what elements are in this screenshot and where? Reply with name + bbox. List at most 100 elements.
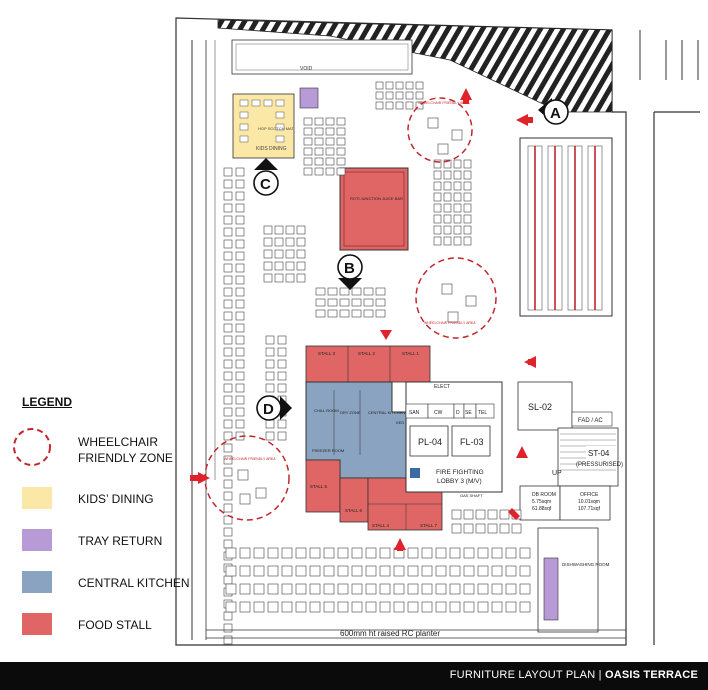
table (277, 383, 287, 393)
table (405, 91, 414, 100)
table (223, 467, 233, 477)
table (435, 547, 447, 559)
table (235, 227, 245, 237)
fad-ac-label: FAD / AC (578, 418, 603, 424)
table (223, 395, 233, 405)
table (463, 565, 475, 577)
table (463, 159, 472, 169)
marker-b[interactable]: B (337, 254, 363, 290)
table (314, 127, 324, 136)
central-kitchen-label: CENTRAL KITCHEN (368, 410, 405, 415)
table (327, 309, 338, 318)
table (477, 601, 489, 613)
marker-c[interactable]: C (253, 158, 279, 196)
table (365, 565, 377, 577)
table (519, 547, 531, 559)
table (223, 503, 233, 513)
table (336, 157, 346, 166)
table (487, 509, 498, 520)
food-stall-swatch (22, 613, 52, 635)
freezer-room-label: FREEZER ROOM (312, 448, 344, 453)
table (415, 91, 424, 100)
table (463, 192, 472, 202)
footer-prefix: FURNITURE LAYOUT PLAN | (449, 669, 605, 681)
dry-zone-label: DRY ZONE (340, 410, 361, 415)
table (314, 157, 324, 166)
kids-dining-label: KIDS DINING (256, 146, 287, 152)
table (274, 249, 284, 259)
table (223, 227, 233, 237)
table (365, 601, 377, 613)
table (223, 251, 233, 261)
table (296, 273, 306, 283)
table (477, 583, 489, 595)
junction-bar (339, 167, 409, 251)
table (235, 215, 245, 225)
table (223, 323, 233, 333)
void-label: VOID (300, 66, 313, 72)
table (449, 565, 461, 577)
dishwashing-label: DISHWASHING ROOM (562, 562, 610, 567)
table (325, 117, 335, 126)
table (235, 203, 245, 213)
table (325, 167, 335, 176)
table (303, 127, 313, 136)
marker-a-label: A (550, 105, 561, 122)
table (303, 147, 313, 156)
st04-label: ST-04 (588, 449, 610, 458)
table (453, 181, 462, 191)
marker-b-label: B (344, 260, 355, 277)
planter-label: 600mm ht raised RC planter (340, 629, 440, 638)
table (519, 565, 531, 577)
table (451, 509, 462, 520)
pl04-label: PL-04 (418, 437, 442, 447)
legend-item-kids: KIDS’ DINING (8, 487, 208, 521)
table (274, 237, 284, 247)
table (274, 273, 284, 283)
table (395, 81, 404, 90)
table (405, 101, 414, 110)
table (375, 101, 384, 110)
kids-dining-sub: HOP SCOTCH MAT (258, 126, 294, 131)
table (427, 117, 439, 129)
table (491, 601, 503, 613)
footer-bold: OASIS TERRACE (604, 669, 698, 681)
table (365, 547, 377, 559)
table (281, 601, 293, 613)
table (285, 225, 295, 235)
table (475, 523, 486, 534)
table (336, 167, 346, 176)
table (223, 527, 233, 537)
table (225, 565, 237, 577)
table (303, 157, 313, 166)
table (407, 565, 419, 577)
table (223, 371, 233, 381)
table (235, 347, 245, 357)
table (265, 383, 275, 393)
table (225, 601, 237, 613)
table (443, 236, 452, 246)
table (235, 191, 245, 201)
table (265, 419, 275, 429)
table (465, 295, 477, 307)
table (421, 547, 433, 559)
table (263, 273, 273, 283)
office-label: OFFICE (580, 492, 599, 498)
table (421, 583, 433, 595)
legend-label-stall: FOOD STALL (78, 618, 152, 632)
table (267, 583, 279, 595)
marker-a[interactable]: A (538, 98, 569, 125)
marker-d[interactable]: D (256, 395, 292, 421)
wheelchair-zone-swatch (13, 428, 51, 466)
table (375, 287, 386, 296)
table (223, 275, 233, 285)
table (443, 192, 452, 202)
stall3-label: STALL 3 (318, 351, 336, 356)
table (463, 170, 472, 180)
table (235, 179, 245, 189)
tray-return-bottom (543, 557, 559, 621)
table (475, 509, 486, 520)
table (407, 547, 419, 559)
tray-return-top (299, 87, 319, 109)
table (265, 371, 275, 381)
